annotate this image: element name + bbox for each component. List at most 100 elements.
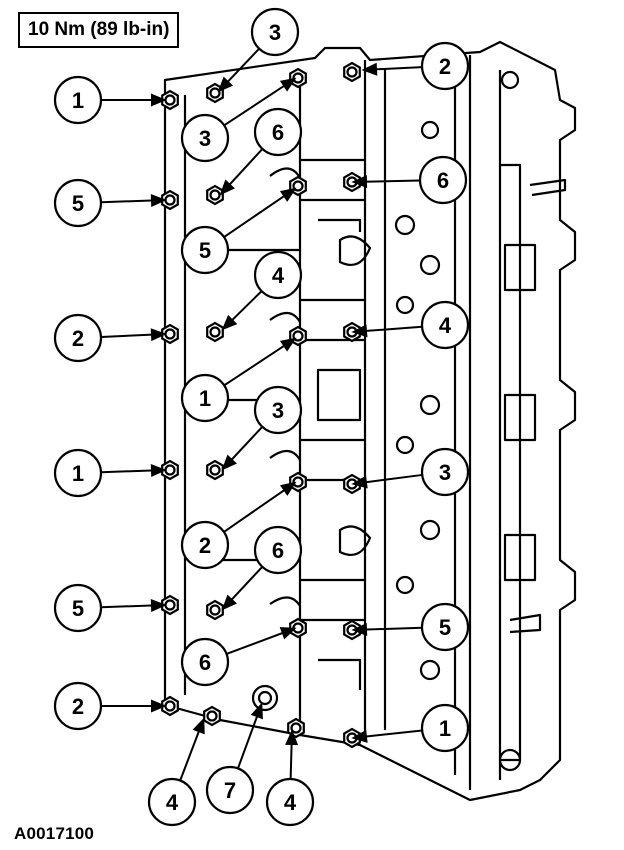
leader-arrowhead: [351, 324, 368, 338]
callout-bubble-1: 1: [420, 703, 470, 753]
callout-number: 1: [72, 461, 84, 486]
callout-bubble-3: 3: [253, 385, 303, 435]
leader-line: [100, 333, 156, 338]
callout-bubble-3: 3: [250, 7, 300, 57]
hex-bolt: [161, 695, 179, 717]
callout-leaders: [100, 47, 423, 781]
leader-line: [179, 727, 202, 781]
leader-line: [100, 604, 156, 609]
callout-bubble-2: 2: [53, 681, 103, 731]
hex-bolt: [161, 594, 179, 616]
callout-bubble-4: 4: [420, 300, 470, 350]
leader-arrowhead: [151, 699, 167, 713]
hex-bolt: [206, 599, 224, 621]
callout-bubble-2: 2: [180, 520, 230, 570]
callout-bubble-4: 4: [253, 250, 303, 300]
hex-bolt: [206, 321, 224, 343]
callout-number: 5: [199, 238, 211, 263]
hex-bolt: [161, 89, 179, 111]
hex-bolt: [289, 471, 307, 493]
callout-number: 6: [199, 650, 211, 675]
leader-line: [237, 712, 260, 769]
leader-arrowhead: [219, 179, 235, 196]
callout-bubble-6: 6: [253, 525, 303, 575]
hex-bolt: [161, 323, 179, 345]
callout-number: 2: [439, 54, 451, 79]
callout-bubbles: 1 2 3 3 5 6 6 5 2 4 4 1 1 3 3 2 5 6 5 6 2 1 4 7 4: [53, 7, 470, 827]
leader-arrowhead: [351, 729, 368, 743]
leader-line: [362, 729, 423, 738]
leader-line: [228, 566, 264, 603]
callout-bubble-5: 5: [180, 225, 230, 275]
callout-number: 3: [272, 398, 284, 423]
hex-bolt: [161, 189, 179, 211]
hex-bolt: [343, 61, 361, 83]
leader-arrowhead: [361, 62, 378, 76]
callout-bubble-5: 5: [53, 583, 103, 633]
leader-line: [223, 343, 288, 387]
hex-bolt: [203, 705, 221, 727]
leader-arrowhead: [221, 314, 238, 331]
hex-bolt: [206, 459, 224, 481]
callout-number: 5: [72, 191, 84, 216]
leader-line: [100, 469, 156, 474]
leader-line: [362, 179, 421, 183]
hex-bolt: [289, 67, 307, 89]
leader-arrowhead: [351, 175, 368, 189]
leader-arrowhead: [279, 77, 297, 92]
leader-line: [223, 193, 288, 238]
leader-line: [229, 290, 263, 324]
leader-arrowhead: [279, 337, 297, 352]
leader-line: [362, 626, 423, 631]
callout-number: 6: [272, 538, 284, 563]
hex-bolt: [289, 617, 307, 639]
leader-line: [223, 487, 288, 533]
leader-arrowhead: [221, 454, 237, 471]
leader-line: [100, 199, 156, 204]
hex-bolt: [206, 184, 224, 206]
leader-line: [224, 47, 260, 85]
callout-number: 2: [199, 533, 211, 558]
leader-arrowhead: [150, 194, 167, 208]
leader-arrowhead: [151, 93, 167, 107]
callout-number: 7: [224, 778, 236, 803]
leader-line: [226, 630, 287, 655]
leader-arrowhead: [217, 76, 234, 93]
callout-number: 1: [199, 386, 211, 411]
callout-bubble-2: 2: [53, 313, 103, 363]
leader-line: [289, 740, 293, 780]
leader-arrowhead: [250, 702, 263, 720]
callout-number: 4: [284, 790, 297, 815]
callout-bubble-4: 4: [265, 777, 315, 827]
callout-bubble-5: 5: [420, 602, 470, 652]
callout-bubble-1: 1: [180, 373, 230, 423]
callout-number: 3: [199, 126, 211, 151]
callout-number: 6: [272, 120, 284, 145]
callout-bubble-5: 5: [53, 178, 103, 228]
leader-arrowhead: [285, 729, 299, 746]
leader-arrowhead: [279, 187, 297, 202]
leader-arrowhead: [279, 481, 297, 496]
callout-bubble-7: 7: [205, 765, 255, 815]
callout-bubble-1: 1: [53, 448, 103, 498]
callout-bubble-3: 3: [180, 113, 230, 163]
callout-bubble-1: 1: [53, 75, 103, 125]
callout-number: 1: [72, 88, 84, 113]
callout-bubble-6: 6: [418, 155, 468, 205]
callout-bubble-6: 6: [180, 637, 230, 687]
leader-arrowhead: [221, 594, 237, 611]
callout-bubble-4: 4: [147, 777, 197, 827]
callout-bubble-2: 2: [420, 41, 470, 91]
leader-line: [223, 83, 288, 127]
callout-number: 6: [437, 168, 449, 193]
leader-arrowhead: [192, 717, 205, 735]
leader-line: [372, 66, 423, 71]
callout-number: 5: [439, 615, 451, 640]
callout-number: 2: [72, 694, 84, 719]
leader-arrowhead: [351, 475, 368, 489]
leader-line: [228, 426, 264, 463]
callout-number: 4: [439, 313, 452, 338]
callout-number: 3: [439, 460, 451, 485]
